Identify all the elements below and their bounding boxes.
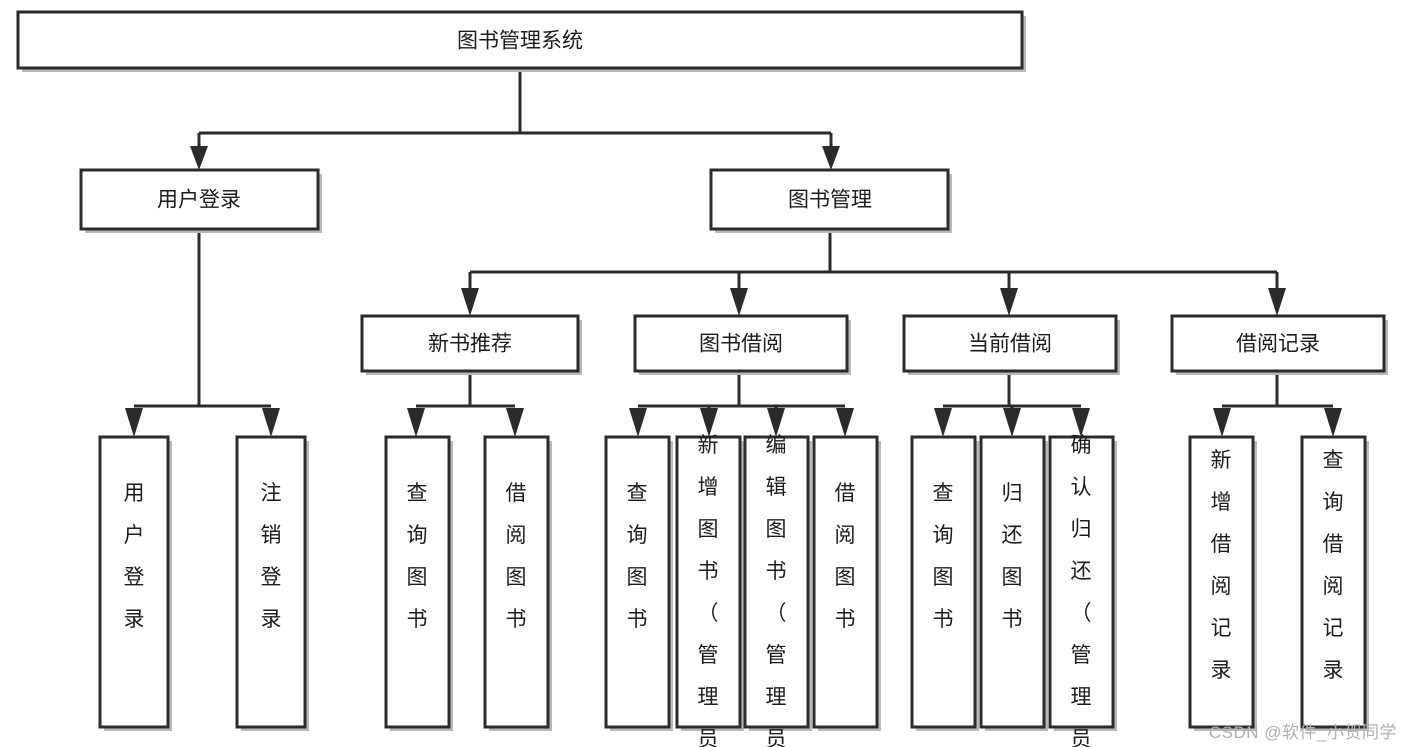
- node-leaf-logout-login-label: 注销登录: [261, 482, 282, 631]
- node-leaf-add-record[interactable]: 新增借阅记录: [1188, 435, 1257, 731]
- node-leaf-confirm-return-box[interactable]: [1048, 435, 1115, 729]
- node-user-login-box[interactable]: [79, 168, 320, 231]
- node-leaf-borrow-book-1[interactable]: 借阅图书: [483, 435, 552, 731]
- arrow-head-leaf-logout-login: [262, 408, 280, 437]
- node-book-borrow-label: 图书借阅: [699, 333, 783, 356]
- node-current-borrow-label: 当前借阅: [968, 333, 1052, 356]
- arrow-head-leaf-confirm-return: [1072, 408, 1090, 437]
- node-book-borrow[interactable]: 图书借阅: [633, 314, 851, 375]
- node-leaf-query-book-2-label: 查询图书: [627, 482, 648, 631]
- node-book-borrow-box[interactable]: [633, 314, 849, 373]
- node-leaf-logout-login-box[interactable]: [235, 435, 307, 729]
- node-new-book-recommend-box[interactable]: [360, 314, 580, 373]
- connector-layer: [125, 68, 1342, 437]
- node-leaf-borrow-book-1-box[interactable]: [483, 435, 550, 729]
- node-leaf-confirm-return[interactable]: 确认归还（管理员）: [1048, 434, 1117, 747]
- node-leaf-borrow-book-1-label: 借阅图书: [506, 482, 527, 631]
- node-leaf-return-book[interactable]: 归还图书: [979, 435, 1048, 731]
- node-leaf-add-record-box[interactable]: [1188, 435, 1255, 729]
- arrow-head-leaf-query-book-1: [407, 408, 425, 437]
- node-leaf-edit-book-label: 编辑图书（管理员）: [766, 434, 787, 747]
- arrow-head-current-borrow: [1000, 288, 1018, 316]
- arrow-head-leaf-user-login: [125, 408, 143, 437]
- node-leaf-query-book-1-label: 查询图书: [407, 482, 428, 631]
- node-leaf-query-record-label: 查询借阅记录: [1323, 449, 1344, 682]
- node-current-borrow-box[interactable]: [902, 314, 1118, 373]
- node-leaf-user-login[interactable]: 用户登录: [98, 435, 172, 731]
- arrow-head-user-login: [190, 146, 208, 170]
- node-user-login-label: 用户登录: [157, 189, 241, 212]
- node-leaf-borrow-book-2-box[interactable]: [812, 435, 879, 729]
- arrow-head-new-book-recommend: [461, 288, 479, 316]
- node-book-manage-label: 图书管理: [788, 189, 872, 212]
- node-leaf-query-book-1-box[interactable]: [384, 435, 451, 729]
- node-leaf-borrow-book-2[interactable]: 借阅图书: [812, 435, 881, 731]
- node-root[interactable]: 图书管理系统: [16, 10, 1026, 72]
- node-leaf-user-login-box[interactable]: [98, 435, 170, 729]
- arrow-head-leaf-add-book: [700, 408, 718, 437]
- node-leaf-edit-book-box[interactable]: [743, 435, 810, 729]
- node-leaf-return-book-label: 归还图书: [1002, 482, 1023, 631]
- arrow-head-book-borrow: [730, 288, 748, 316]
- node-leaf-edit-book[interactable]: 编辑图书（管理员）: [743, 434, 812, 747]
- node-leaf-user-login-label: 用户登录: [124, 482, 145, 631]
- arrow-head-borrow-record: [1268, 288, 1286, 316]
- node-leaf-query-record-box[interactable]: [1300, 435, 1367, 729]
- node-leaf-query-book-3[interactable]: 查询图书: [910, 435, 979, 731]
- arrow-head-leaf-borrow-book-2: [836, 408, 854, 437]
- arrow-head-leaf-edit-book: [767, 408, 785, 437]
- node-new-book-recommend[interactable]: 新书推荐: [360, 314, 582, 375]
- node-leaf-logout-login[interactable]: 注销登录: [235, 435, 309, 731]
- node-book-manage-box[interactable]: [709, 168, 950, 231]
- node-leaf-query-book-3-box[interactable]: [910, 435, 977, 729]
- node-leaf-add-record-label: 新增借阅记录: [1211, 449, 1232, 682]
- node-new-book-recommend-label: 新书推荐: [428, 333, 512, 356]
- arrow-head-leaf-query-book-3: [934, 408, 952, 437]
- node-leaf-query-book-1[interactable]: 查询图书: [384, 435, 453, 731]
- node-leaf-query-book-2[interactable]: 查询图书: [604, 435, 673, 731]
- node-leaf-add-book-box[interactable]: [675, 435, 742, 729]
- node-book-manage[interactable]: 图书管理: [709, 168, 952, 233]
- arrow-head-leaf-query-book-2: [629, 408, 647, 437]
- node-leaf-add-book[interactable]: 新增图书（管理员）: [675, 434, 744, 747]
- node-leaf-confirm-return-label: 确认归还（管理员）: [1071, 434, 1092, 747]
- node-borrow-record-label: 借阅记录: [1236, 333, 1320, 356]
- arrow-head-leaf-borrow-book-1: [506, 408, 524, 437]
- node-leaf-query-book-2-box[interactable]: [604, 435, 671, 729]
- node-leaf-add-book-label: 新增图书（管理员）: [698, 434, 719, 747]
- node-leaf-query-book-3-label: 查询图书: [933, 482, 954, 631]
- node-user-login[interactable]: 用户登录: [79, 168, 322, 233]
- arrow-head-leaf-return-book: [1003, 408, 1021, 437]
- arrow-head-leaf-add-record: [1213, 408, 1231, 437]
- node-root-box[interactable]: [16, 10, 1024, 70]
- arrow-head-leaf-query-record: [1324, 408, 1342, 437]
- node-borrow-record[interactable]: 借阅记录: [1170, 314, 1388, 375]
- node-leaf-borrow-book-2-label: 借阅图书: [835, 482, 856, 631]
- node-leaf-query-record[interactable]: 查询借阅记录: [1300, 435, 1369, 731]
- node-leaf-return-book-box[interactable]: [979, 435, 1046, 729]
- arrow-head-book-manage: [822, 146, 840, 170]
- node-current-borrow[interactable]: 当前借阅: [902, 314, 1120, 375]
- node-root-label: 图书管理系统: [457, 30, 583, 53]
- node-borrow-record-box[interactable]: [1170, 314, 1386, 373]
